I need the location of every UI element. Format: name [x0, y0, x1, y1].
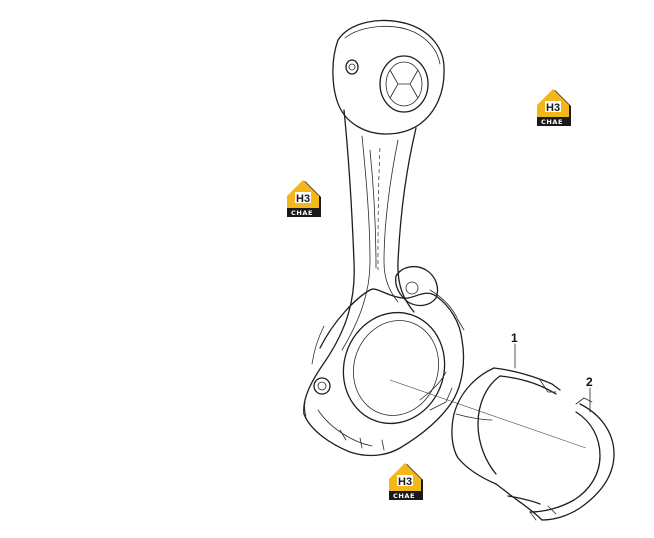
rod-lower-bolt — [313, 377, 331, 395]
svg-text:CHAE: CHAE — [393, 492, 415, 500]
svg-text:CHAE: CHAE — [541, 118, 563, 126]
callout-1: 1 — [511, 331, 518, 369]
watermark-logo-left: H3 CHAE — [287, 180, 321, 217]
rod-small-end-bore — [379, 55, 429, 113]
connecting-rod — [303, 19, 465, 457]
rod-beam — [303, 109, 355, 415]
callout-2-label: 2 — [586, 375, 593, 389]
rod-bolt-boss — [394, 265, 439, 307]
callout-1-label: 1 — [511, 331, 518, 345]
rod-small-end — [332, 19, 445, 135]
rod-oil-hole — [345, 59, 359, 75]
svg-text:H3: H3 — [398, 476, 412, 488]
rod-big-end — [303, 288, 465, 457]
assembly-axis — [389, 379, 587, 449]
rod-big-end-bore — [342, 311, 446, 425]
bearing-shell-upper — [451, 367, 561, 491]
bearing-shell-lower — [503, 397, 615, 521]
svg-text:CHAE: CHAE — [291, 209, 313, 217]
svg-text:H3: H3 — [296, 193, 310, 205]
watermark-logo-bottom: H3 CHAE — [389, 463, 423, 500]
watermark-logo-top-right: H3 CHAE — [537, 89, 571, 126]
callout-2: 2 — [586, 375, 593, 413]
svg-text:H3: H3 — [546, 102, 560, 114]
